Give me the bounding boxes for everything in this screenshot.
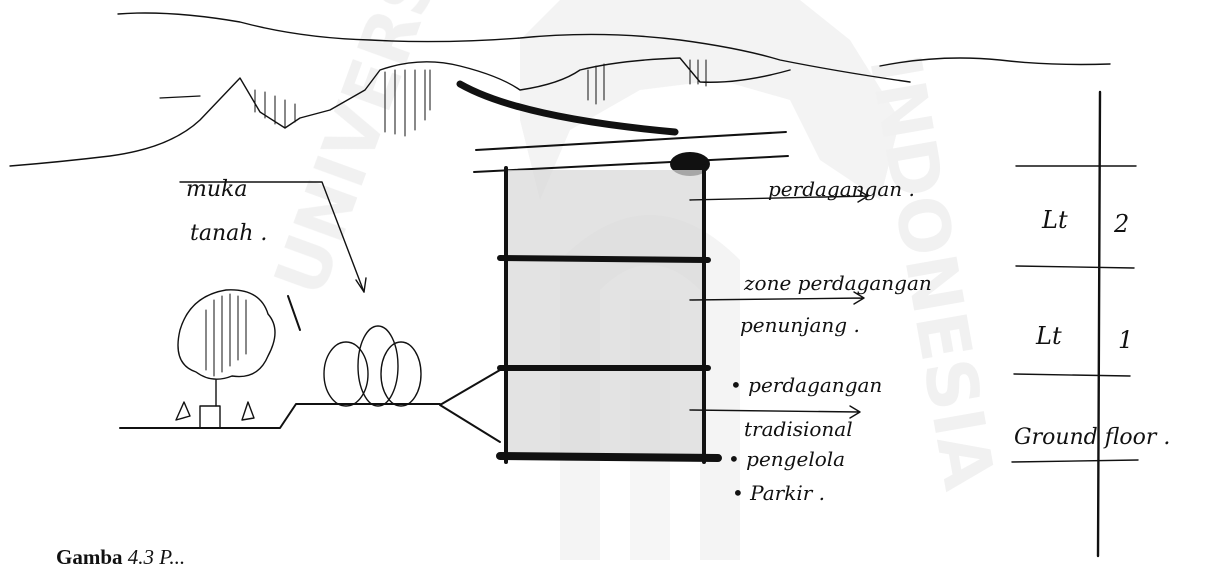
label-muka: muka (186, 177, 247, 202)
level-lt2-number: 2 (1113, 210, 1129, 238)
label-parkir: • Parkir . (732, 481, 825, 505)
label-zone-middle-2: penunjang . (740, 313, 860, 337)
figure-caption: Gamba 4.3 P... (56, 545, 185, 570)
level-lt2-name: Lt (1041, 206, 1068, 234)
building-section (440, 166, 718, 462)
level-ground: Ground floor . (1014, 425, 1170, 450)
caption-rest: 4.3 P... (128, 545, 185, 569)
tree-sketch (176, 290, 275, 428)
level-lt1-number: 1 (1118, 326, 1133, 354)
level-lt1-name: Lt (1035, 322, 1062, 350)
ground-line (120, 296, 440, 428)
label-tanah: tanah . (190, 221, 267, 246)
caption-prefix: Gamba (56, 545, 123, 569)
label-zone-middle-1: zone perdagangan (743, 271, 932, 295)
level-axis (1012, 92, 1138, 556)
label-zone-top: perdagangan . (768, 177, 915, 201)
label-zone-bottom-1: • perdagangan (730, 373, 882, 397)
label-pengelola: • pengelola (728, 447, 845, 471)
label-zone-bottom-2: tradisional (744, 417, 853, 441)
svg-text:UNIVERSITAS: UNIVERSITAS (259, 0, 514, 306)
